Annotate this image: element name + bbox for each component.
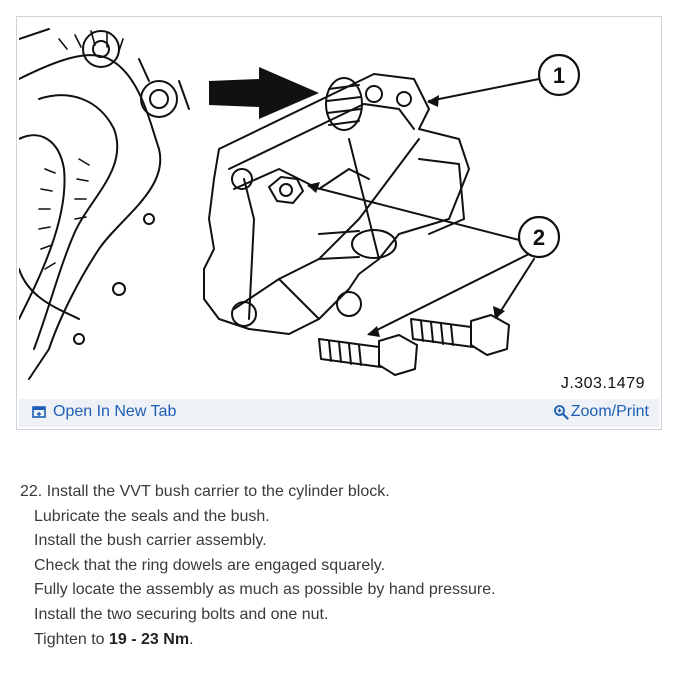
torque-suffix: .	[189, 630, 194, 648]
callout-1: 1	[537, 53, 581, 97]
torque-prefix: Tighten to	[34, 630, 110, 648]
figure-toolbar: Open In New Tab Zoom/Print	[19, 399, 659, 427]
bush-carrier-illustration: 1 2	[19, 28, 581, 380]
step-title: 22. Install the VVT bush carrier to the …	[20, 483, 390, 500]
procedure-steps: 22. Install the VVT bush carrier to the …	[20, 480, 670, 652]
substep: Install the bush carrier assembly.	[34, 532, 267, 550]
zoom-print-link[interactable]: Zoom/Print	[553, 403, 649, 421]
zoom-print-label: Zoom/Print	[570, 403, 649, 420]
callout-2: 2	[517, 215, 561, 259]
open-new-tab-icon	[32, 406, 46, 418]
open-in-new-tab-label: Open In New Tab	[53, 403, 177, 420]
callout-1-label: 1	[553, 63, 565, 88]
substep: Check that the ring dowels are engaged s…	[34, 556, 386, 574]
figure-id-label: J.303.1479	[560, 375, 645, 392]
figure-container: 1 2 J.303.1479 Open In New Tab Zoom/Prin…	[16, 16, 662, 430]
open-in-new-tab-link[interactable]: Open In New Tab	[31, 403, 176, 421]
substep: Lubricate the seals and the bush.	[34, 507, 270, 525]
substep: Fully locate the assembly as much as pos…	[34, 581, 496, 599]
callout-2-label: 2	[533, 225, 545, 250]
torque-value: 19 - 23 Nm	[109, 630, 190, 648]
substep: Install the two securing bolts and one n…	[34, 605, 329, 623]
magnifier-icon	[553, 405, 569, 420]
torque-instruction: Tighten to 19 - 23 Nm.	[34, 628, 670, 653]
